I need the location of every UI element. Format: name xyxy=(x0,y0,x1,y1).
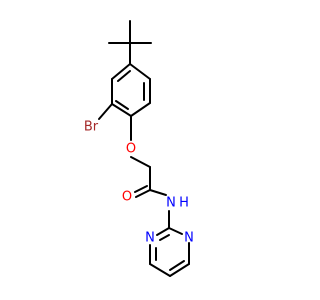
bond-pyr-n1-c2 xyxy=(156,227,170,236)
bond-ring-top-left-inner xyxy=(117,70,131,82)
bond-ring-to-br xyxy=(98,103,113,120)
amide-hydrogen-label: H xyxy=(179,196,189,211)
bond-ring-top-left xyxy=(111,63,131,80)
bonds xyxy=(98,20,190,277)
bond-carbonyl-to-n xyxy=(149,189,167,196)
molecule-canvas: Br O O N H N N xyxy=(83,20,194,277)
bond-pyr-c4-c5-inner xyxy=(169,260,185,271)
bond-pyr-c2-n3 xyxy=(168,227,183,235)
bond-ring-bottom-left xyxy=(111,103,132,117)
bromine-label: Br xyxy=(84,120,99,135)
bond-ring-bottom-left-inner xyxy=(115,100,129,110)
bond-pyr-n1-c2-inner xyxy=(159,234,170,241)
ether-oxygen-label: O xyxy=(126,142,136,157)
bond-pyr-c4-c5 xyxy=(169,263,190,277)
molecule-structure: Br O O N H N N xyxy=(84,20,194,277)
bond-carbonyl-double-b xyxy=(134,185,148,193)
bond-pyr-c5-c6 xyxy=(149,263,171,277)
bond-ring-bottom-right xyxy=(130,102,151,117)
pyrimidine-nitrogen-2-label: N xyxy=(184,231,194,246)
bond-ring-top-right xyxy=(129,63,151,80)
bond-o-to-ch2 xyxy=(130,156,151,168)
atom-labels: Br O O N H N N xyxy=(84,120,194,246)
amide-nitrogen-label: N xyxy=(166,196,176,211)
pyrimidine-nitrogen-1-label: N xyxy=(145,231,155,246)
bond-carbonyl-double-a xyxy=(135,189,151,198)
carbonyl-oxygen-label: O xyxy=(122,190,132,205)
